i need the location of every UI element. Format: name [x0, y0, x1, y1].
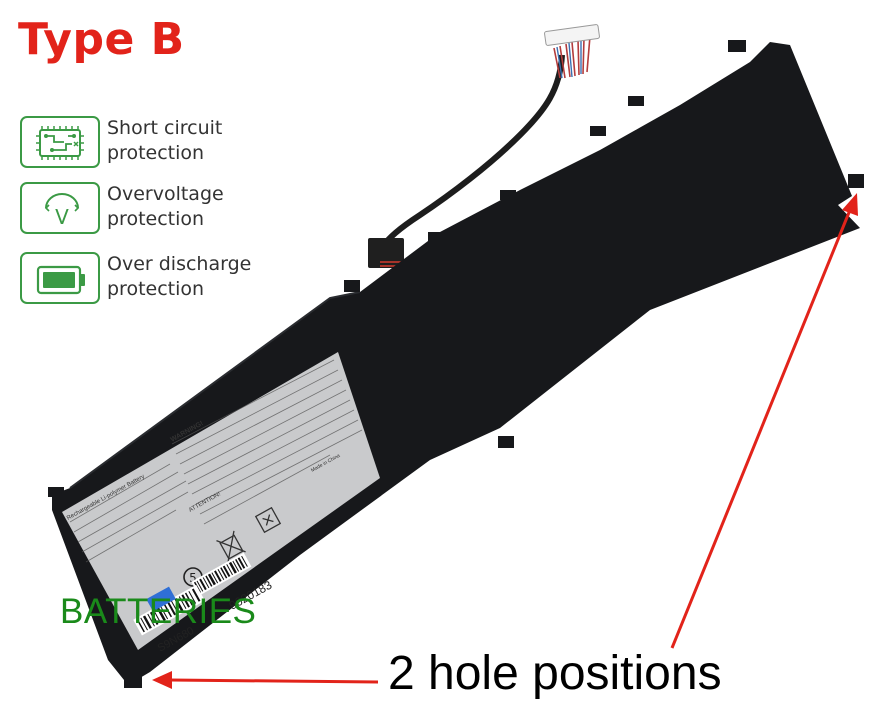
hole-arrows [152, 193, 858, 689]
feature-label: Overvoltage protection [107, 182, 317, 232]
arrow-right-line [670, 209, 852, 649]
feature-label: Short circuit protection [107, 116, 317, 166]
hole-positions-caption: 2 hole positions [388, 647, 722, 700]
feature-label-line2: protection [107, 208, 205, 230]
feature-short-circuit: Short circuit protection [20, 116, 320, 172]
circuit-board-icon [20, 116, 100, 168]
feature-label-line2: protection [107, 278, 205, 300]
battery-icon [20, 252, 100, 304]
feature-label-line2: protection [107, 142, 205, 164]
arrow-left-line [169, 678, 379, 684]
arrow-right-head [842, 193, 858, 216]
svg-text:V: V [55, 205, 69, 229]
voltage-v-icon: V [20, 182, 100, 234]
recycle-bin-icon [216, 530, 246, 562]
recycle-icon [254, 506, 282, 534]
svg-text:5: 5 [189, 571, 197, 585]
feature-label-line1: Overvoltage [107, 183, 224, 205]
feature-label-line1: Over discharge [107, 253, 252, 275]
type-title: Type B [18, 14, 185, 65]
feature-overvoltage: V Overvoltage protection [20, 182, 320, 238]
feature-over-discharge: Over discharge protection [20, 252, 320, 308]
watermark-text: BATTERIES [60, 592, 257, 631]
feature-label: Over discharge protection [107, 252, 317, 302]
feature-label-line1: Short circuit [107, 117, 223, 139]
blue-sticker [146, 586, 176, 612]
serial-barcode [133, 584, 205, 636]
arrow-left-head [152, 671, 172, 689]
connector-cable [368, 24, 600, 268]
